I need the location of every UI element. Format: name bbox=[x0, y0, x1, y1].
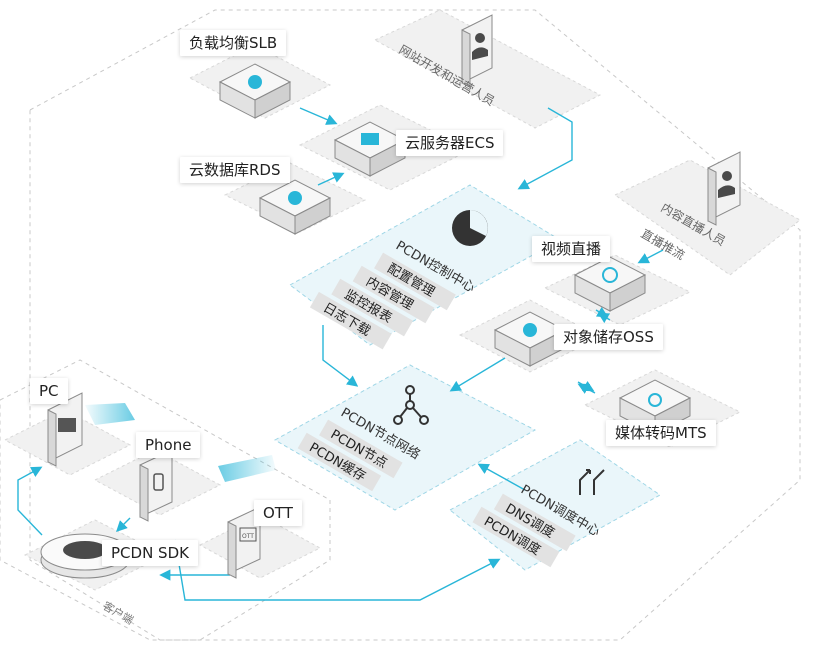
arrow-rds-to-ecs bbox=[317, 172, 345, 186]
pc-device bbox=[47, 392, 83, 467]
rds-label: 云数据库RDS bbox=[180, 157, 290, 183]
transcode-icon bbox=[648, 393, 662, 407]
arrow-oss-to-node bbox=[449, 357, 506, 392]
phone-device bbox=[139, 449, 173, 522]
oss-label: 对象储存OSS bbox=[554, 324, 663, 350]
oss-box bbox=[493, 311, 567, 367]
ott-device: OTT bbox=[227, 506, 261, 579]
live-staff-person-card bbox=[707, 151, 741, 226]
tv-box-icon bbox=[239, 527, 257, 542]
person-icon bbox=[722, 171, 732, 181]
monitor-icon bbox=[58, 418, 76, 432]
pie-chart-icon bbox=[452, 210, 488, 246]
mts-label: 媒体转码MTS bbox=[606, 420, 716, 446]
devops-person-card bbox=[461, 14, 493, 88]
node-network-panel bbox=[273, 364, 537, 511]
live-box bbox=[573, 256, 647, 312]
route-arrows-icon bbox=[579, 469, 605, 495]
ott-box-text: OTT bbox=[242, 533, 254, 540]
arrow-sdk-to-pc bbox=[17, 466, 43, 536]
arrow-sdk-to-schedule bbox=[174, 539, 501, 601]
sdk-label: PCDN SDK bbox=[102, 540, 198, 566]
storage-icon bbox=[523, 323, 537, 337]
phone-label: Phone bbox=[136, 432, 201, 458]
arrow-schedule-to-node bbox=[477, 463, 526, 491]
beam-pc-phone bbox=[85, 403, 135, 425]
network-nodes-icon bbox=[393, 385, 429, 425]
arrow-livestaff-to-live bbox=[637, 249, 664, 264]
sdk-icon bbox=[63, 541, 107, 559]
slb-box bbox=[218, 63, 292, 119]
person-icon bbox=[475, 33, 485, 43]
arrow-devops-to-control bbox=[517, 107, 573, 190]
arrow-oss-mts bbox=[577, 380, 595, 392]
ecs-label: 云服务器ECS bbox=[396, 130, 504, 156]
live-label: 视频直播 bbox=[532, 236, 611, 262]
arrow-control-to-node bbox=[322, 325, 359, 387]
slb-label: 负载均衡SLB bbox=[180, 30, 287, 56]
rds-box bbox=[258, 179, 332, 235]
slb-icon bbox=[248, 75, 262, 89]
ott-label: OTT bbox=[254, 500, 302, 526]
smartphone-icon bbox=[153, 473, 164, 491]
live-stream-icon bbox=[602, 267, 618, 283]
beam-node-ott bbox=[218, 455, 276, 482]
pc-label: PC bbox=[30, 378, 68, 404]
arrow-slb-to-ecs bbox=[299, 107, 338, 125]
schedule-center-text: PCDN调度中心 DNS调度 PCDN调度 bbox=[472, 482, 603, 568]
arrow-live-oss bbox=[597, 312, 611, 324]
arrow-mts-oss bbox=[577, 383, 596, 394]
server-stack-icon bbox=[361, 133, 379, 145]
database-icon bbox=[288, 191, 302, 205]
arrow-phone-to-sdk bbox=[116, 517, 131, 532]
